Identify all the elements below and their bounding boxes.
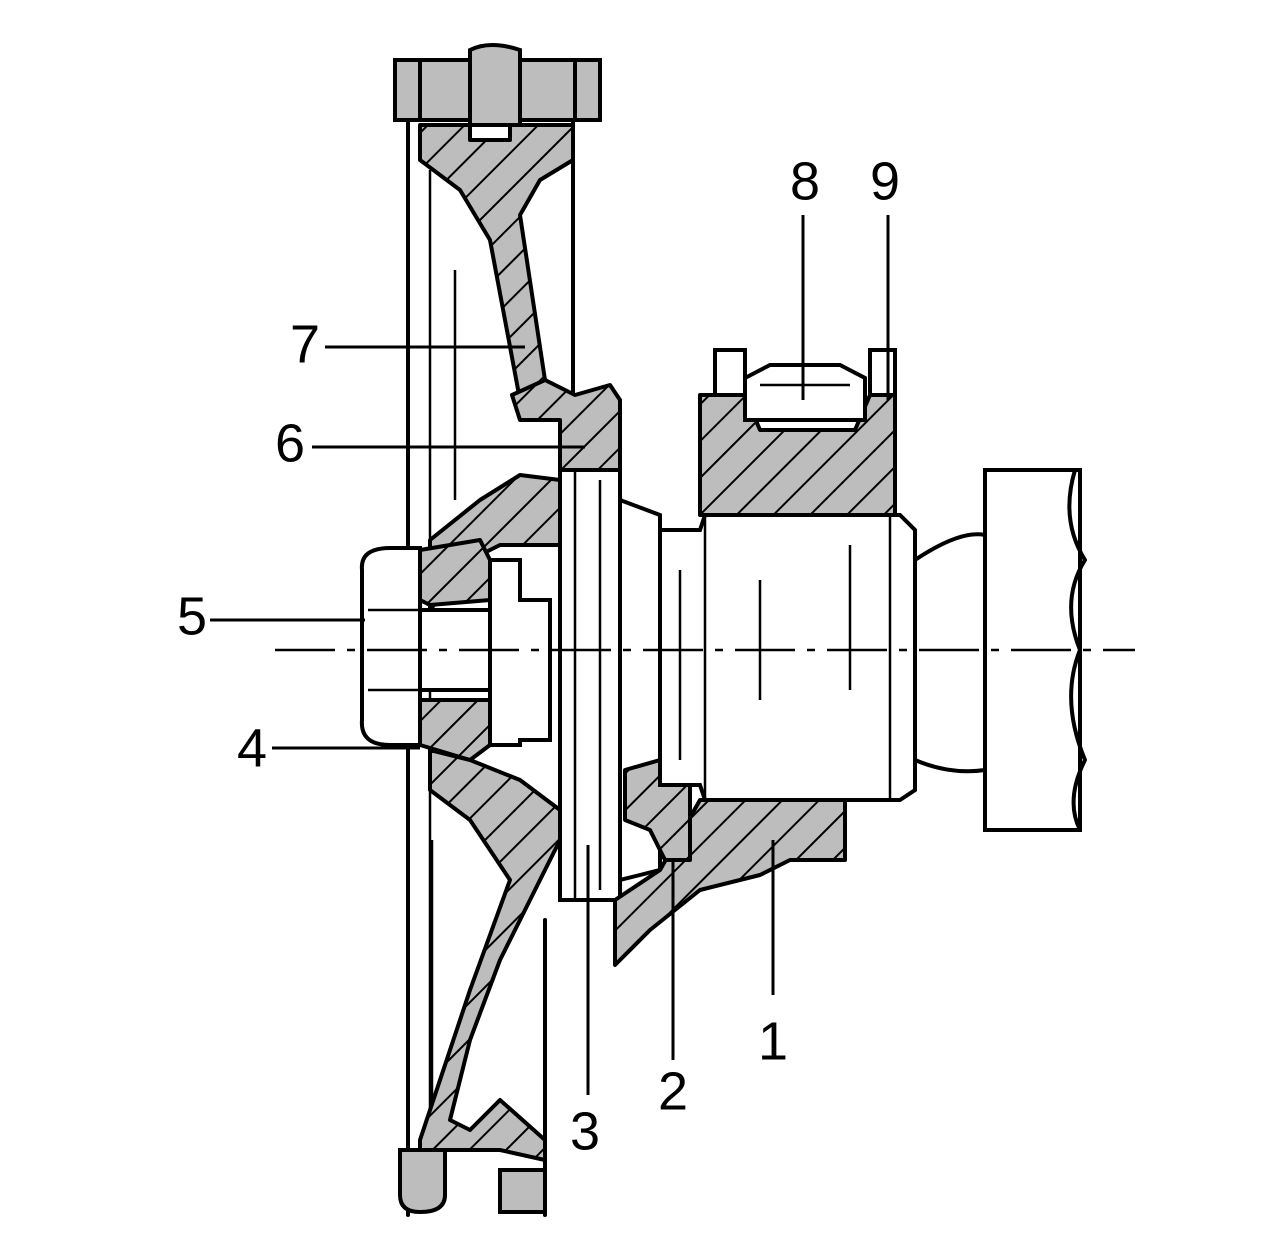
callout-7: 7 (290, 314, 320, 374)
callout-1: 1 (758, 1011, 788, 1071)
hub-disc (558, 468, 662, 902)
hub-upper (510, 378, 622, 472)
lower-spoke (418, 748, 562, 1162)
callout-3: 3 (570, 1101, 600, 1161)
callout-2: 2 (658, 1061, 688, 1121)
callout-4: 4 (237, 718, 267, 778)
upper-spoke (418, 123, 575, 402)
drive-flange (698, 348, 897, 517)
leader-lines (210, 215, 890, 1095)
callout-9: 9 (870, 151, 900, 211)
callout-6: 6 (275, 413, 305, 473)
flange-nut (488, 558, 552, 747)
top-rim-groove (393, 43, 602, 127)
washer-lower (418, 698, 492, 762)
callouts: 1 2 3 4 5 6 7 8 9 (177, 151, 900, 1161)
callout-8: 8 (790, 151, 820, 211)
bottom-rim-groove (398, 1148, 547, 1215)
washer-upper (418, 538, 492, 607)
callout-5: 5 (177, 586, 207, 646)
